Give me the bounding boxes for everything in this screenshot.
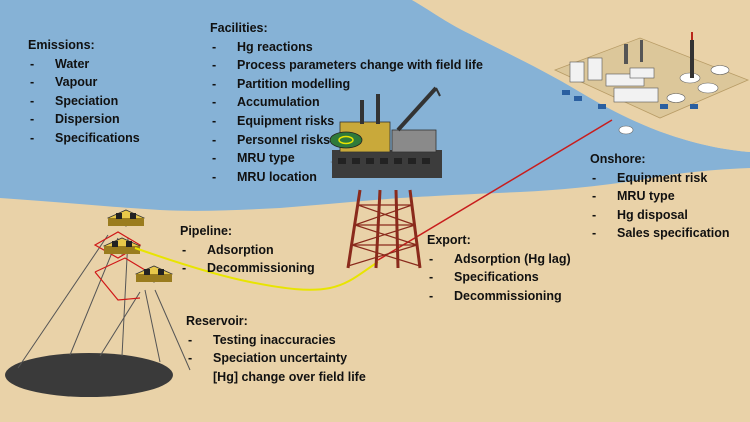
emissions-item: Vapour xyxy=(28,73,140,92)
pipeline-title: Pipeline: xyxy=(180,224,233,238)
export-item: Adsorption (Hg lag) xyxy=(427,250,571,269)
facilities-item: MRU location xyxy=(210,168,483,187)
emissions-item: Dispersion xyxy=(28,110,140,129)
export-label: Export: Adsorption (Hg lag)Specification… xyxy=(427,231,571,305)
reservoir-label: Reservoir: Testing inaccuraciesSpeciatio… xyxy=(186,312,366,386)
reservoir-title: Reservoir: xyxy=(186,314,248,328)
facilities-item: Personnel risks xyxy=(210,131,483,150)
facilities-item: Accumulation xyxy=(210,93,483,112)
pipeline-label: Pipeline: AdsorptionDecommissioning xyxy=(180,222,315,278)
emissions-label: Emissions: WaterVapourSpeciationDispersi… xyxy=(28,36,140,148)
export-list: Adsorption (Hg lag)SpecificationsDecommi… xyxy=(427,250,571,306)
onshore-item: Equipment risk xyxy=(590,169,730,188)
onshore-item: MRU type xyxy=(590,187,730,206)
export-item: Specifications xyxy=(427,268,571,287)
well-lines xyxy=(17,234,191,371)
facilities-item: Partition modelling xyxy=(210,75,483,94)
emissions-item: Water xyxy=(28,55,140,74)
onshore-title: Onshore: xyxy=(590,152,646,166)
emissions-title: Emissions: xyxy=(28,38,95,52)
onshore-label: Onshore: Equipment riskMRU typeHg dispos… xyxy=(590,150,730,243)
export-title: Export: xyxy=(427,233,471,247)
emissions-list: WaterVapourSpeciationDispersionSpecifica… xyxy=(28,55,140,148)
platform-jacket xyxy=(346,189,422,269)
reservoir-ellipse xyxy=(5,353,173,397)
onshore-plant xyxy=(553,32,750,135)
export-item: Decommissioning xyxy=(427,287,571,306)
onshore-list: Equipment riskMRU typeHg disposalSales s… xyxy=(590,169,730,243)
reservoir-list: Testing inaccuraciesSpeciation uncertain… xyxy=(186,331,366,387)
facilities-list: Hg reactionsProcess parameters change wi… xyxy=(210,38,483,187)
reservoir-item: [Hg] change over field life xyxy=(213,369,366,384)
subsea-manifolds xyxy=(103,209,173,283)
pipeline-list: AdsorptionDecommissioning xyxy=(180,241,315,278)
emissions-item: Speciation xyxy=(28,92,140,111)
pipeline-item: Decommissioning xyxy=(180,259,315,278)
facilities-item: Equipment risks xyxy=(210,112,483,131)
pipeline-item: Adsorption xyxy=(180,241,315,260)
onshore-item: Sales specification xyxy=(590,224,730,243)
facilities-title: Facilities: xyxy=(210,21,268,35)
facilities-label: Facilities: Hg reactionsProcess paramete… xyxy=(210,19,483,186)
onshore-item: Hg disposal xyxy=(590,206,730,225)
facilities-item: MRU type xyxy=(210,149,483,168)
reservoir-item: Testing inaccuracies xyxy=(186,331,366,350)
facilities-item: Process parameters change with field lif… xyxy=(210,56,483,75)
reservoir-item: Speciation uncertainty xyxy=(186,349,366,368)
emissions-item: Specifications xyxy=(28,129,140,148)
facilities-item: Hg reactions xyxy=(210,38,483,57)
